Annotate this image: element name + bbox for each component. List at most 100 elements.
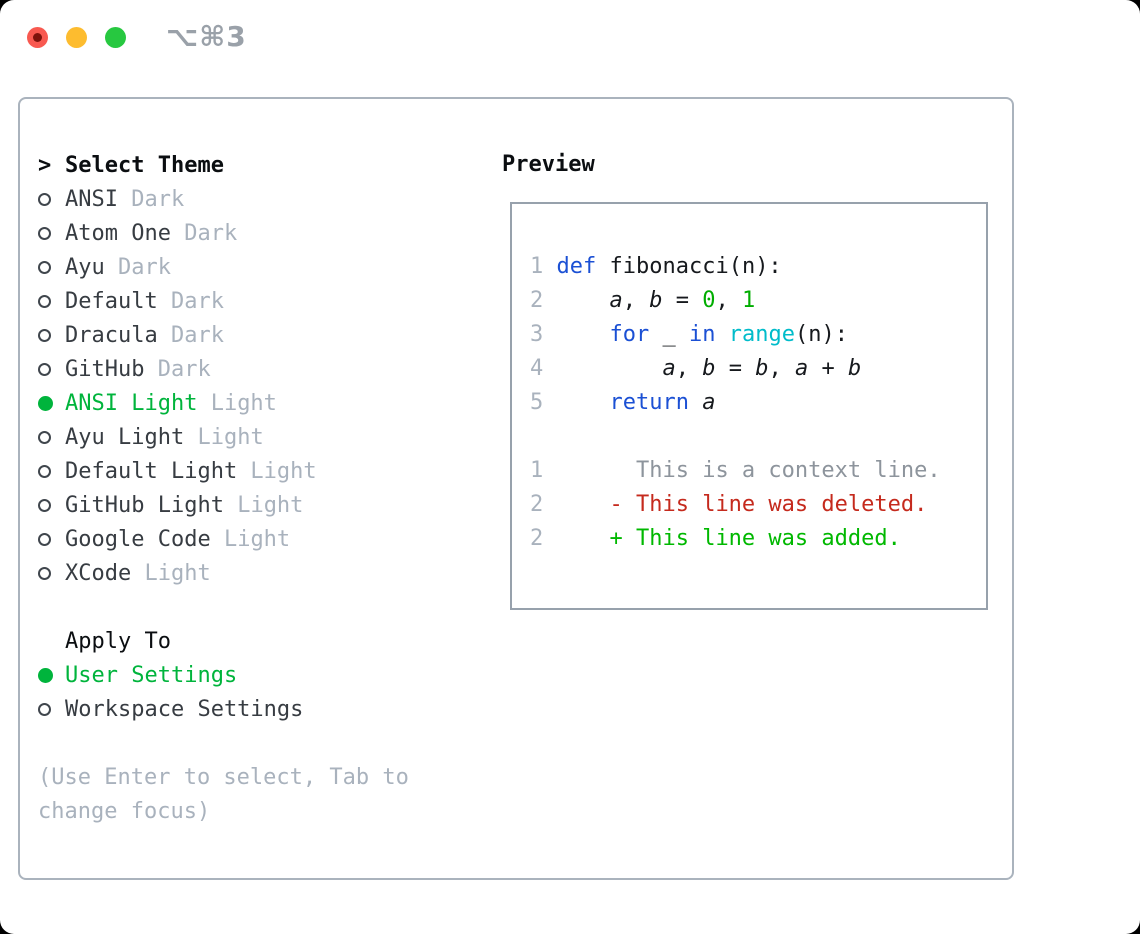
code-segment-added: + This line was added.	[556, 526, 901, 551]
theme-variant-label: Light	[184, 424, 264, 450]
preview-line: 2 a, b = 0, 1	[530, 284, 986, 318]
chevron-glyph: >	[38, 152, 52, 178]
code-segment-var: a	[702, 390, 716, 415]
radio-dot	[38, 464, 51, 478]
radio-dot	[38, 702, 51, 716]
code-segment-context: This is a context line.	[556, 458, 941, 483]
apply-option-workspace-settings[interactable]: Workspace Settings	[38, 692, 409, 726]
code-segment-plain: fibonacci(n):	[596, 254, 782, 279]
code-segment-plain	[557, 390, 610, 415]
theme-option-ansi-light[interactable]: ANSI Light Light	[38, 386, 409, 420]
theme-option-xcode[interactable]: XCode Light	[38, 556, 409, 590]
code-segment-var: b	[847, 356, 862, 381]
selected-radio-icon	[38, 667, 65, 683]
window-shortcut-label: ⌥⌘3	[166, 20, 247, 53]
theme-option-default[interactable]: Default Dark	[38, 284, 409, 318]
code-segment-kw: in	[688, 322, 716, 347]
theme-option-ansi[interactable]: ANSI Dark	[38, 182, 409, 216]
theme-variant-label: Light	[223, 492, 304, 518]
theme-name: GitHub	[65, 356, 145, 382]
line-number: 1	[530, 458, 557, 483]
theme-option-github[interactable]: GitHub Dark	[38, 352, 409, 386]
theme-variant-label: Dark	[104, 254, 171, 280]
line-number: 1	[530, 254, 557, 279]
code-segment-plain: =	[715, 356, 756, 381]
radio-dot	[38, 430, 51, 444]
code-segment-plain	[557, 322, 610, 347]
preview-line: 4 a, b = b, a + b	[530, 352, 986, 386]
apply-option-user-settings[interactable]: User Settings	[38, 658, 409, 692]
code-segment-plain: =	[662, 288, 703, 313]
theme-variant-label: Dark	[144, 356, 211, 382]
theme-variant-label: Light	[131, 560, 211, 586]
code-segment-plain	[689, 390, 702, 415]
code-segment-plain: ,	[675, 356, 703, 381]
code-segment-kw: def	[556, 254, 597, 279]
code-segment-var: b	[649, 288, 663, 313]
theme-name: Default Light	[65, 458, 238, 484]
line-number: 2	[530, 526, 557, 551]
preview-line: 1 def fibonacci(n):	[530, 250, 986, 284]
line-number: 5	[530, 390, 557, 415]
preview-line: 3 for _ in range(n):	[530, 318, 986, 352]
radio-icon	[38, 464, 65, 478]
radio-icon	[38, 430, 65, 444]
radio-dot	[38, 362, 51, 376]
theme-option-atom-one[interactable]: Atom One Dark	[38, 216, 409, 250]
preview-line: 5 return a	[530, 386, 986, 420]
traffic-light-zoom-icon[interactable]	[105, 26, 126, 48]
radio-icon	[38, 532, 65, 546]
preview-title: Preview	[502, 152, 595, 177]
radio-dot	[38, 294, 51, 308]
theme-option-default-light[interactable]: Default Light Light	[38, 454, 409, 488]
radio-icon	[38, 260, 65, 274]
code-segment-plain: +	[808, 356, 848, 381]
theme-option-github-light[interactable]: GitHub Light Light	[38, 488, 409, 522]
radio-dot	[38, 566, 51, 580]
code-segment-plain: ,	[715, 288, 742, 313]
radio-icon	[38, 294, 65, 308]
radio-dot	[38, 226, 51, 240]
radio-dot	[38, 328, 51, 342]
code-segment-plain: (n):	[794, 322, 848, 347]
radio-icon	[38, 362, 65, 376]
traffic-light-minimize-icon[interactable]	[66, 26, 87, 48]
theme-name: ANSI Light	[65, 390, 198, 416]
theme-variant-label: Light	[210, 526, 291, 552]
theme-option-ayu-light[interactable]: Ayu Light Light	[38, 420, 409, 454]
code-segment-plain	[557, 356, 663, 381]
code-segment-plain	[715, 322, 728, 347]
theme-variant-label: Dark	[157, 288, 224, 314]
code-segment-plain: ,	[622, 288, 650, 313]
code-segment-var: a	[794, 356, 809, 381]
code-segment-plain: ,	[768, 356, 795, 381]
line-number	[530, 424, 557, 449]
selected-radio-icon	[38, 395, 65, 411]
preview-line: 2 - This line was deleted.	[530, 488, 986, 522]
theme-option-dracula[interactable]: Dracula Dark	[38, 318, 409, 352]
theme-option-google-code[interactable]: Google Code Light	[38, 522, 409, 556]
preview-line: 1 This is a context line.	[530, 454, 986, 488]
apply-option-label: User Settings	[65, 662, 238, 688]
radio-icon	[38, 226, 65, 240]
select-theme-title: Select Theme	[65, 152, 224, 178]
code-segment-var: b	[755, 356, 769, 381]
preview-line: 2 + This line was added.	[530, 522, 986, 556]
line-number: 2	[530, 288, 557, 313]
traffic-light-close-icon[interactable]	[27, 26, 48, 48]
line-number: 3	[530, 322, 557, 347]
code-segment-deleted: - This line was deleted.	[556, 492, 928, 517]
theme-name: Google Code	[65, 526, 211, 552]
theme-variant-label: Light	[197, 390, 277, 416]
code-segment-builtin: range	[728, 322, 795, 347]
theme-option-ayu[interactable]: Ayu Dark	[38, 250, 409, 284]
code-segment-kw: return	[609, 390, 689, 415]
code-segment-plain: _	[649, 322, 689, 347]
theme-name: XCode	[65, 560, 132, 586]
hint-text-line: (Use Enter to select, Tab to	[38, 764, 409, 790]
